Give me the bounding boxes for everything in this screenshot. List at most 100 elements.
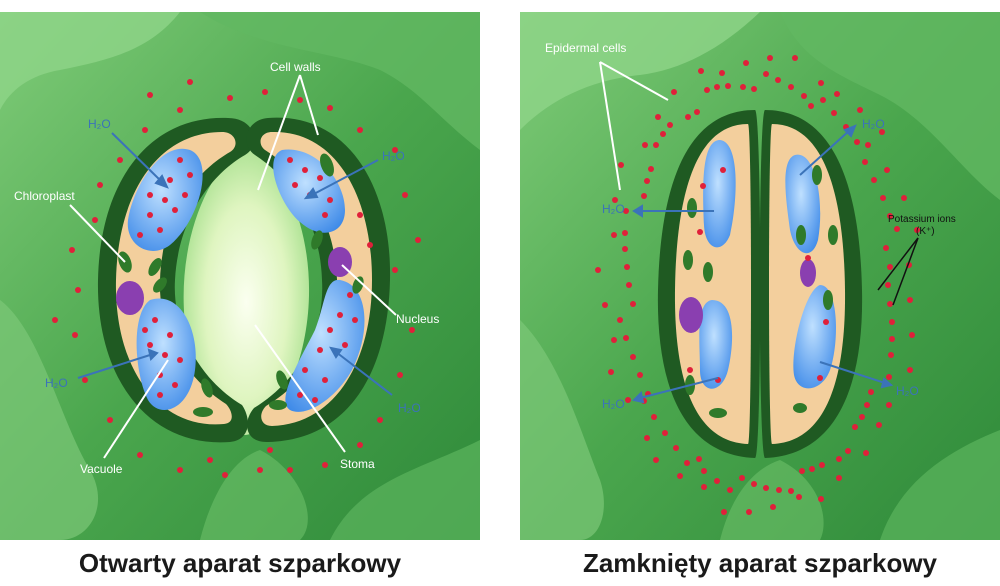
potassium-ion	[887, 264, 893, 270]
caption-open-stoma: Otwarty aparat szparkowy	[78, 548, 402, 578]
potassium-ion	[152, 317, 158, 323]
label-vacuole: Vacuole	[80, 462, 123, 476]
nucleus	[679, 297, 703, 333]
label-water: H₂O	[45, 376, 68, 390]
label-water: H₂O	[398, 401, 421, 415]
label-epidermal-cells: Epidermal cells	[545, 41, 626, 55]
epidermal-cell	[520, 320, 604, 540]
potassium-ion	[887, 301, 893, 307]
chloroplast	[828, 225, 838, 245]
potassium-ion	[172, 207, 178, 213]
potassium-ion	[92, 217, 98, 223]
open-stoma-panel: Cell walls Chloroplast Nucleus Vacuole S…	[0, 12, 480, 540]
potassium-ion	[287, 467, 293, 473]
potassium-ion	[775, 77, 781, 83]
potassium-ion	[177, 467, 183, 473]
potassium-ion	[776, 487, 782, 493]
potassium-ion	[694, 109, 700, 115]
potassium-ion	[267, 447, 273, 453]
potassium-ion	[187, 79, 193, 85]
potassium-ion	[377, 417, 383, 423]
potassium-ion	[167, 332, 173, 338]
potassium-ion	[834, 91, 840, 97]
potassium-ion	[107, 417, 113, 423]
potassium-ion	[818, 80, 824, 86]
potassium-ion	[751, 481, 757, 487]
potassium-ion	[857, 107, 863, 113]
potassium-ion	[227, 95, 233, 101]
potassium-ion	[889, 336, 895, 342]
potassium-ion	[685, 114, 691, 120]
potassium-ion	[625, 397, 631, 403]
potassium-ion	[698, 68, 704, 74]
potassium-ion	[327, 327, 333, 333]
chloroplast	[193, 407, 213, 417]
label-lines-potassium	[877, 237, 919, 306]
potassium-ion	[287, 157, 293, 163]
potassium-ion	[887, 213, 893, 219]
potassium-ion	[721, 509, 727, 515]
potassium-ion	[397, 372, 403, 378]
potassium-ion	[876, 422, 882, 428]
potassium-ion	[865, 142, 871, 148]
potassium-ion	[788, 488, 794, 494]
potassium-ion	[207, 457, 213, 463]
potassium-ion	[836, 475, 842, 481]
potassium-ion	[257, 467, 263, 473]
potassium-ion	[167, 177, 173, 183]
vacuole	[793, 285, 836, 389]
potassium-ion	[644, 435, 650, 441]
vacuole	[785, 154, 821, 254]
potassium-ion	[642, 142, 648, 148]
potassium-ion	[611, 337, 617, 343]
nucleus	[800, 259, 816, 287]
potassium-ion	[823, 319, 829, 325]
potassium-ion	[312, 397, 318, 403]
label-water: H₂O	[896, 384, 919, 398]
potassium-ion	[612, 197, 618, 203]
potassium-ion	[819, 462, 825, 468]
potassium-ions-closed	[595, 55, 920, 515]
chloroplast	[709, 408, 727, 418]
potassium-ion	[725, 83, 731, 89]
potassium-ion	[888, 352, 894, 358]
potassium-ion	[799, 468, 805, 474]
potassium-ion	[75, 287, 81, 293]
potassium-ion	[660, 131, 666, 137]
potassium-ion	[147, 92, 153, 98]
chloroplast	[796, 225, 806, 245]
label-potassium-ions: Potassium ions	[888, 214, 956, 225]
potassium-ion	[630, 301, 636, 307]
vacuole	[699, 300, 733, 389]
stoma-pore	[183, 140, 310, 435]
potassium-ion	[788, 84, 794, 90]
potassium-ion	[402, 192, 408, 198]
epidermal-cell	[780, 12, 1000, 200]
potassium-ion	[302, 367, 308, 373]
potassium-ion	[792, 55, 798, 61]
epidermal-cell	[200, 12, 480, 150]
potassium-ion	[907, 367, 913, 373]
potassium-ion	[751, 86, 757, 92]
potassium-ion	[655, 114, 661, 120]
potassium-ion	[653, 457, 659, 463]
potassium-ion	[322, 212, 328, 218]
epidermal-cell	[0, 300, 99, 540]
potassium-ion	[617, 317, 623, 323]
potassium-ion	[677, 473, 683, 479]
potassium-ion	[297, 97, 303, 103]
potassium-ion	[696, 456, 702, 462]
potassium-ion	[767, 55, 773, 61]
potassium-ion	[172, 382, 178, 388]
potassium-ion	[347, 292, 353, 298]
potassium-ion	[82, 377, 88, 383]
potassium-ion	[608, 369, 614, 375]
label-water: H₂O	[602, 397, 625, 411]
potassium-ion	[322, 462, 328, 468]
potassium-ion	[392, 147, 398, 153]
potassium-ion	[52, 317, 58, 323]
potassium-ion	[262, 89, 268, 95]
water-arrows-closed	[632, 124, 894, 404]
potassium-ion	[884, 167, 890, 173]
potassium-ion	[392, 267, 398, 273]
